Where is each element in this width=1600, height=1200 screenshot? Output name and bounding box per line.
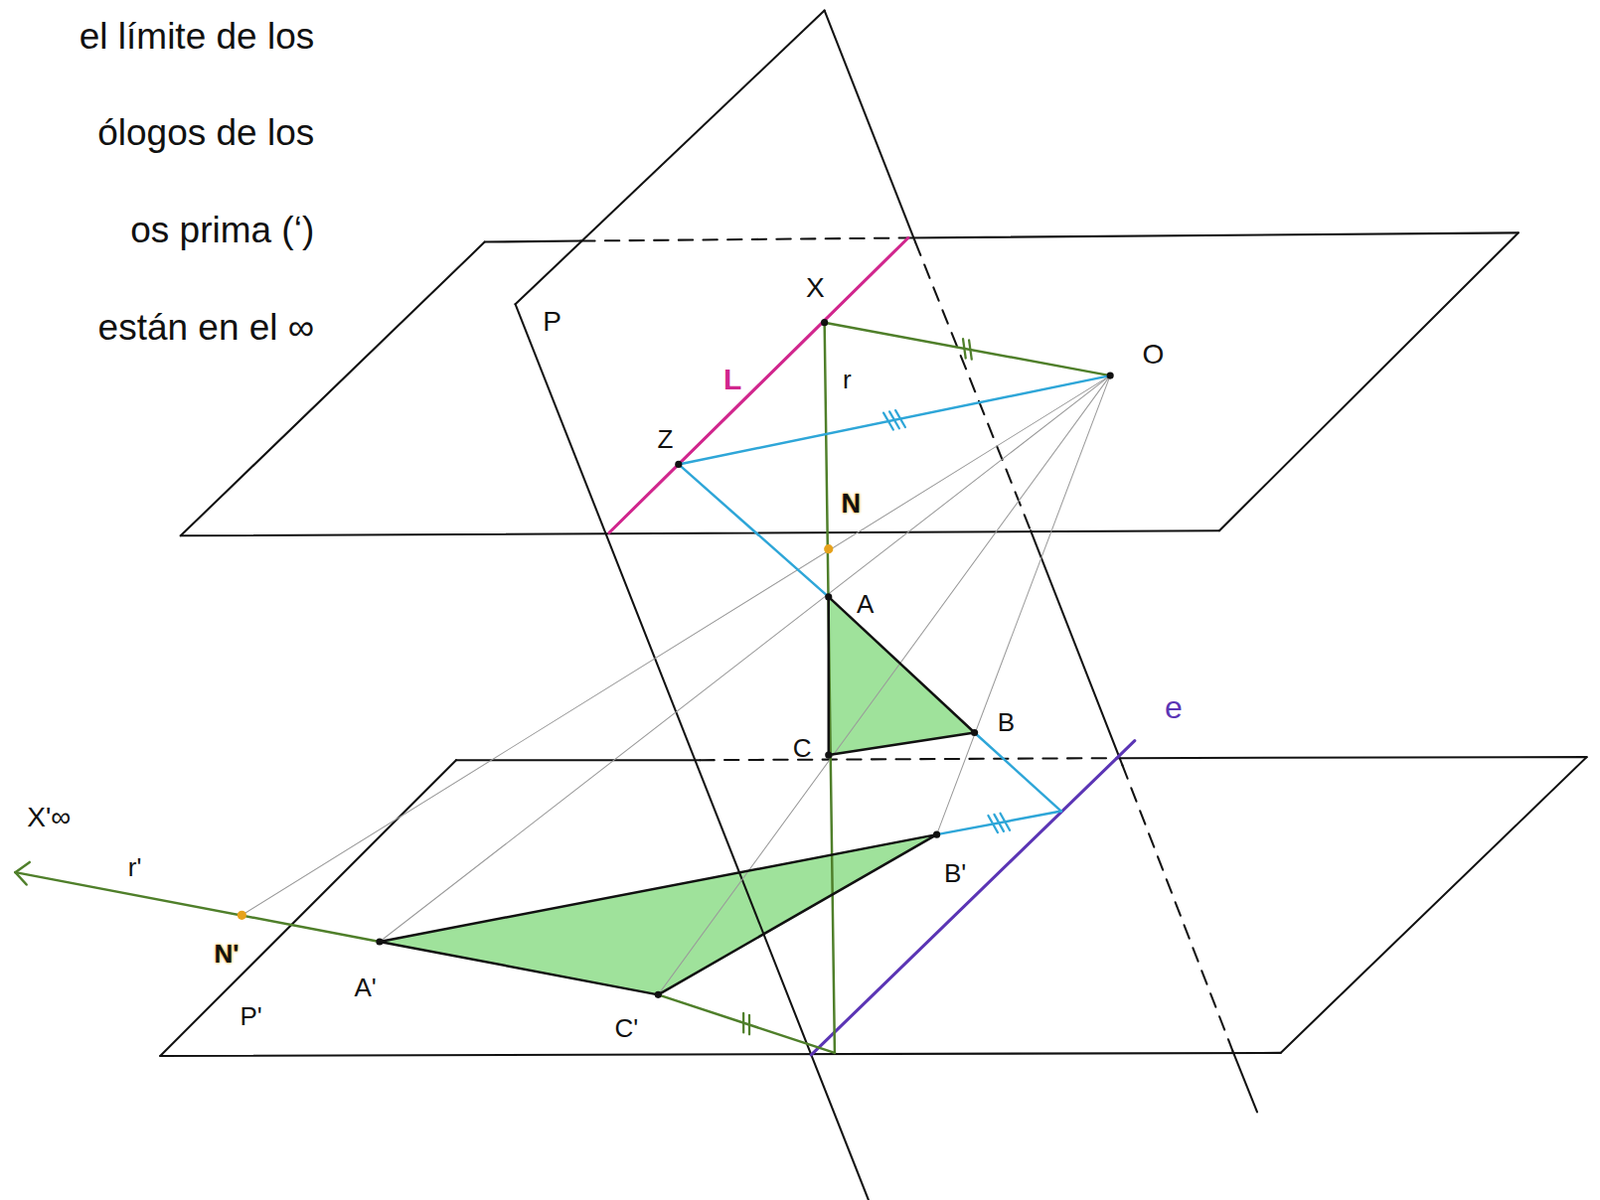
point-label: N [841, 490, 862, 518]
line-label: L [723, 364, 742, 395]
plane-p-edge [824, 10, 916, 243]
parallel-mark [1000, 813, 1010, 831]
point [933, 831, 941, 839]
point-n-image [237, 911, 247, 921]
point-label: A' [353, 974, 376, 1001]
parallel-line [678, 375, 1111, 465]
point [824, 751, 832, 759]
point-label: X [805, 274, 825, 303]
note-text: ólogos de los [97, 114, 315, 152]
line-label: r' [128, 854, 143, 881]
parallel-line [824, 322, 1111, 376]
point [970, 729, 978, 737]
point [824, 593, 832, 601]
point-label: O [1141, 340, 1164, 369]
plane-p-edge-hidden [1121, 765, 1233, 1051]
line-label: e [1164, 691, 1183, 724]
plane-p-edge [515, 304, 869, 1200]
plane-edge [180, 242, 485, 537]
plane-edge-hidden [699, 758, 1118, 761]
plane-p-edge-hidden [915, 242, 1031, 532]
point-n [823, 544, 833, 554]
image-triangle-outline [379, 834, 938, 995]
arrow-head [14, 862, 29, 873]
parallel-mark [748, 1015, 751, 1035]
note-text: el límite de los [79, 16, 316, 54]
plane-p-edge [515, 10, 825, 306]
parallel-mark [962, 338, 966, 358]
parallel-mark [742, 1013, 745, 1033]
plane-edge-hidden [580, 237, 909, 241]
point [375, 938, 383, 946]
plane-label: P [542, 308, 562, 336]
plane-edge [1117, 757, 1587, 759]
projection-ray [657, 375, 1111, 995]
line-ab [678, 464, 829, 597]
plane-p-edge [1030, 530, 1122, 766]
point-label: X'∞ [26, 803, 71, 832]
plane-edge [180, 530, 1220, 536]
projection-ray [241, 375, 1111, 916]
limit-line [609, 237, 909, 533]
plane-label: P' [239, 1003, 262, 1030]
note-text: están en el ∞ [98, 308, 316, 345]
point-label: A [856, 591, 874, 618]
plane-edge [908, 232, 1519, 238]
parallel-mark [895, 410, 906, 428]
note-text: os prima (‘) [130, 211, 315, 249]
parallel-line [937, 811, 1062, 836]
point [820, 319, 828, 326]
image-triangle-fill [379, 834, 938, 995]
plane-p-edge [1232, 1051, 1258, 1114]
line-ab [974, 732, 1062, 811]
arrow-head [14, 872, 26, 885]
triangle-outline [828, 597, 975, 756]
line-r-image [14, 872, 380, 943]
plane-edge [1280, 757, 1588, 1054]
axis-line [810, 741, 1134, 1056]
point-label: B [997, 709, 1015, 736]
plane-edge [160, 1053, 1280, 1057]
point-label: N' [213, 941, 239, 967]
plane-edge [484, 241, 582, 243]
point [1107, 372, 1115, 380]
plane-edge [1219, 232, 1519, 531]
parallel-mark [968, 339, 972, 359]
parallel-line [657, 994, 835, 1054]
point-label: B' [944, 860, 966, 887]
point [674, 461, 682, 469]
projection-ray [937, 375, 1112, 835]
line-label: r [842, 366, 852, 393]
point-label: C [793, 735, 812, 762]
point-label: Z [657, 426, 674, 453]
projection-ray [379, 375, 1111, 943]
point-label: C' [615, 1015, 640, 1042]
point [654, 991, 662, 999]
